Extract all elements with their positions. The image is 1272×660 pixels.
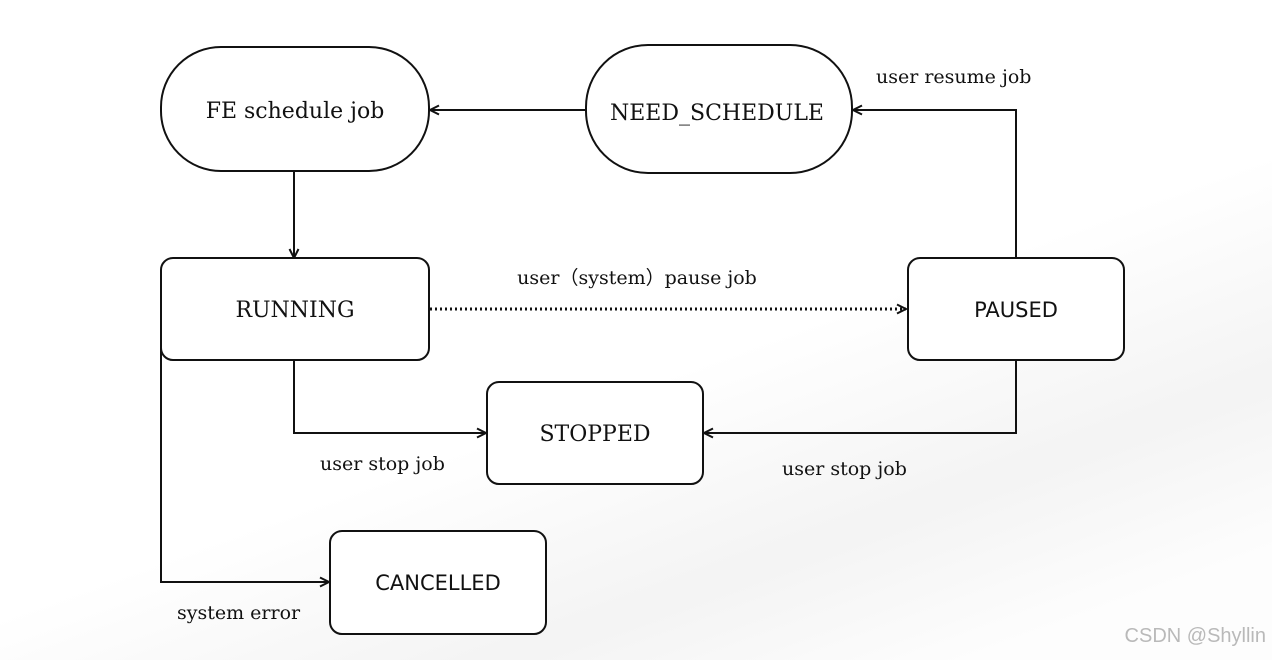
edge-running-to-cancelled (160, 320, 329, 582)
watermark-text: CSDN @Shyllin (1124, 625, 1266, 647)
edge-label-running-stop-job: user stop job (320, 453, 445, 475)
edge-label-pause-job: user（system）pause job (517, 267, 757, 289)
node-need-schedule: NEED_SCHEDULE (585, 44, 853, 174)
edge-paused-to-stopped (704, 361, 1017, 433)
node-paused: PAUSED (907, 257, 1125, 361)
node-stopped-label: STOPPED (539, 422, 650, 447)
node-need-schedule-label: NEED_SCHEDULE (610, 101, 824, 126)
node-running-label: RUNNING (235, 298, 354, 323)
node-paused-label: PAUSED (974, 298, 1058, 322)
node-cancelled-label: CANCELLED (375, 571, 501, 595)
edge-paused-to-need-schedule (853, 110, 1017, 258)
edge-label-system-error: system error (177, 602, 301, 624)
edge-label-paused-stop-job: user stop job (782, 458, 907, 480)
node-fe-schedule-job: FE schedule job (160, 46, 430, 172)
node-fe-schedule-job-label: FE schedule job (206, 99, 385, 124)
node-running: RUNNING (160, 257, 430, 361)
edge-running-to-stopped (293, 361, 486, 433)
node-cancelled: CANCELLED (329, 530, 547, 635)
edge-label-user-resume-job: user resume job (876, 66, 1031, 88)
node-stopped: STOPPED (486, 381, 704, 485)
